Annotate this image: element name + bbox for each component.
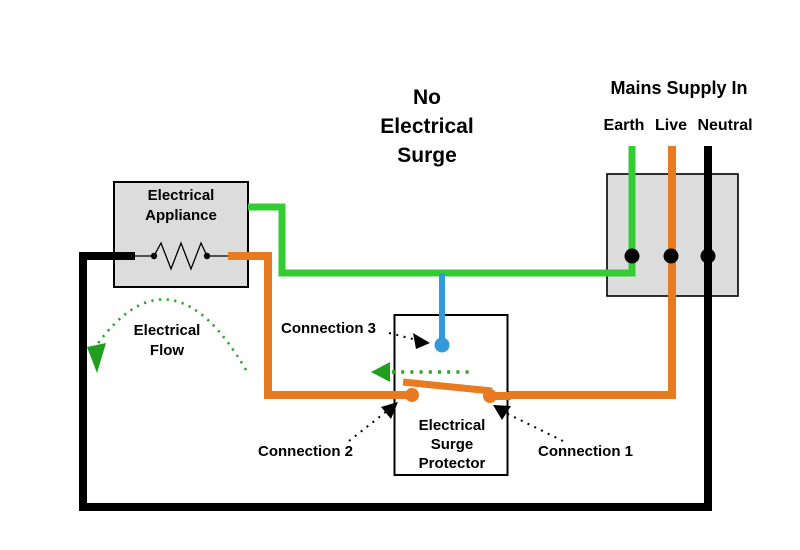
resistor-zigzag <box>153 241 208 271</box>
neutral-terminal-dot <box>700 248 716 264</box>
live-wire-mains-side <box>491 146 676 399</box>
live-wire-label: Live <box>654 117 688 134</box>
electrical-flow-label: Electrical Flow <box>134 321 201 361</box>
earth-terminal-dot <box>624 248 640 264</box>
connection-1-label: Connection 1 <box>538 443 634 460</box>
neutral-wire-label: Neutral <box>697 117 753 134</box>
surge-label-line-3: Protector <box>418 455 486 472</box>
neutral-wire <box>79 146 712 511</box>
connection-3-pointer-arrowhead-icon <box>413 333 430 349</box>
resistor-terminal-right <box>203 252 211 260</box>
title-line-1: No <box>413 86 441 109</box>
live-terminal-dot <box>663 248 679 264</box>
connection-2-label: Connection 2 <box>258 443 354 460</box>
connection-2-dot <box>405 388 419 402</box>
title-line-2: Electrical <box>380 115 474 138</box>
mains-supply-heading: Mains Supply In <box>610 78 748 98</box>
flow-label-line-1: Electrical <box>133 322 201 339</box>
connection-1-pointer-arrowhead-icon <box>493 405 511 420</box>
surge-protector-label: Electrical Surge Protector <box>419 416 486 473</box>
electrical-appliance-box <box>113 181 249 288</box>
appliance-label-line-2: Appliance <box>145 207 217 224</box>
flow-label-line-2: Flow <box>149 342 185 359</box>
connection-3-dot <box>434 337 450 353</box>
connection-1-dot <box>483 389 497 403</box>
connection-3-pointer-line <box>388 332 418 341</box>
surge-label-line-2: Surge <box>430 436 474 453</box>
appliance-label: Electrical Appliance <box>145 186 217 226</box>
title-line-3: Surge <box>397 144 457 167</box>
connection-1-pointer-line <box>505 412 564 442</box>
connection-3-label: Connection 3 <box>281 320 377 337</box>
earth-wire <box>248 146 636 277</box>
surge-flow-arrowhead-icon <box>371 362 390 382</box>
live-wire-appliance-side <box>228 252 413 399</box>
electrical-flow-arrowhead-icon <box>87 343 106 373</box>
switch-blade <box>402 378 493 395</box>
surge-label-line-1: Electrical <box>418 417 486 434</box>
resistor-terminal-left <box>150 252 158 260</box>
connection-2-pointer-arrowhead-icon <box>381 402 398 419</box>
connection-2-pointer-line <box>348 410 388 442</box>
page-title: No Electrical Surge <box>380 83 473 170</box>
earth-wire-label: Earth <box>603 117 645 134</box>
appliance-label-line-1: Electrical <box>147 187 215 204</box>
